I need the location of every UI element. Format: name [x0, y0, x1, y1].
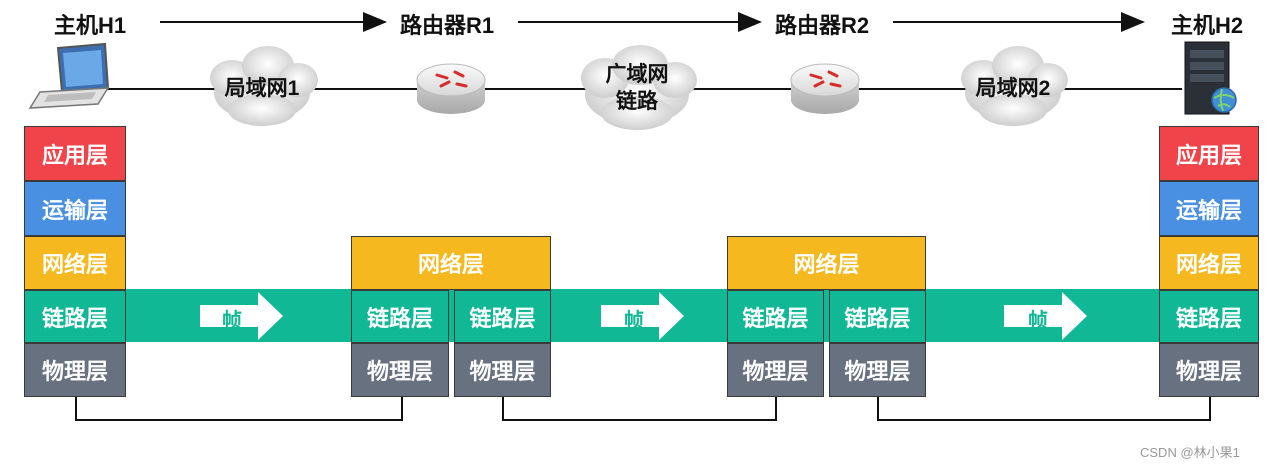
- h2-network-layer: 网络层: [1159, 236, 1259, 290]
- r2-datalink-layer-right: 链路层: [829, 290, 926, 343]
- frame-label-1: 帧: [222, 310, 242, 332]
- router-r2-icon: [790, 63, 860, 114]
- r2-physical-layer-left: 物理层: [727, 343, 824, 397]
- cloud-lan2-label: 局域网2: [975, 77, 1051, 100]
- h1-application-layer: 应用层: [24, 126, 126, 181]
- r2-datalink-layer-left: 链路层: [727, 290, 824, 343]
- r1-physical-layer-left: 物理层: [351, 343, 449, 397]
- r1-physical-layer-right: 物理层: [454, 343, 551, 397]
- frame-arrow-2: [601, 292, 684, 340]
- laptop-icon: [28, 42, 110, 109]
- cloud-lan2-icon: [961, 46, 1068, 126]
- router-r1-icon: [416, 63, 486, 114]
- h2-transport-layer: 运输层: [1159, 181, 1259, 236]
- cloud-lan1-icon: [210, 46, 318, 126]
- h2-application-layer: 应用层: [1159, 126, 1259, 181]
- h1-network-layer: 网络层: [24, 236, 126, 290]
- server-icon: [1184, 41, 1237, 115]
- wire-h1-r1: [75, 397, 403, 421]
- wire-r1-r2: [502, 397, 777, 421]
- r2-physical-layer-right: 物理层: [829, 343, 926, 397]
- wire-r2-h2: [877, 397, 1211, 421]
- r1-network-layer: 网络层: [351, 236, 551, 290]
- frame-label-2: 帧: [624, 310, 644, 332]
- cloud-lan1-label: 局域网1: [224, 77, 300, 100]
- frame-arrow-3: [1004, 292, 1087, 340]
- router-r1-title: 路由器R1: [400, 13, 495, 38]
- r1-datalink-layer-right: 链路层: [454, 290, 551, 343]
- r1-datalink-layer-left: 链路层: [351, 290, 449, 343]
- router-r2-title: 路由器R2: [775, 13, 870, 38]
- frame-arrow-1: [200, 292, 283, 340]
- watermark-credit: CSDN @林小果1: [1140, 445, 1240, 460]
- host-h1-title: 主机H1: [54, 13, 127, 38]
- h1-physical-layer: 物理层: [24, 343, 126, 397]
- cloud-wan-label-line1: 广域网: [605, 63, 669, 86]
- cloud-wan-icon: [581, 45, 697, 130]
- h1-datalink-layer: 链路层: [24, 290, 126, 343]
- cloud-wan-label-line2: 链路: [616, 90, 658, 113]
- h1-transport-layer: 运输层: [24, 181, 126, 236]
- r2-network-layer: 网络层: [727, 236, 926, 290]
- h2-physical-layer: 物理层: [1159, 343, 1259, 397]
- frame-label-3: 帧: [1028, 310, 1048, 332]
- h2-datalink-layer: 链路层: [1159, 290, 1259, 343]
- host-h2-title: 主机H2: [1171, 13, 1244, 38]
